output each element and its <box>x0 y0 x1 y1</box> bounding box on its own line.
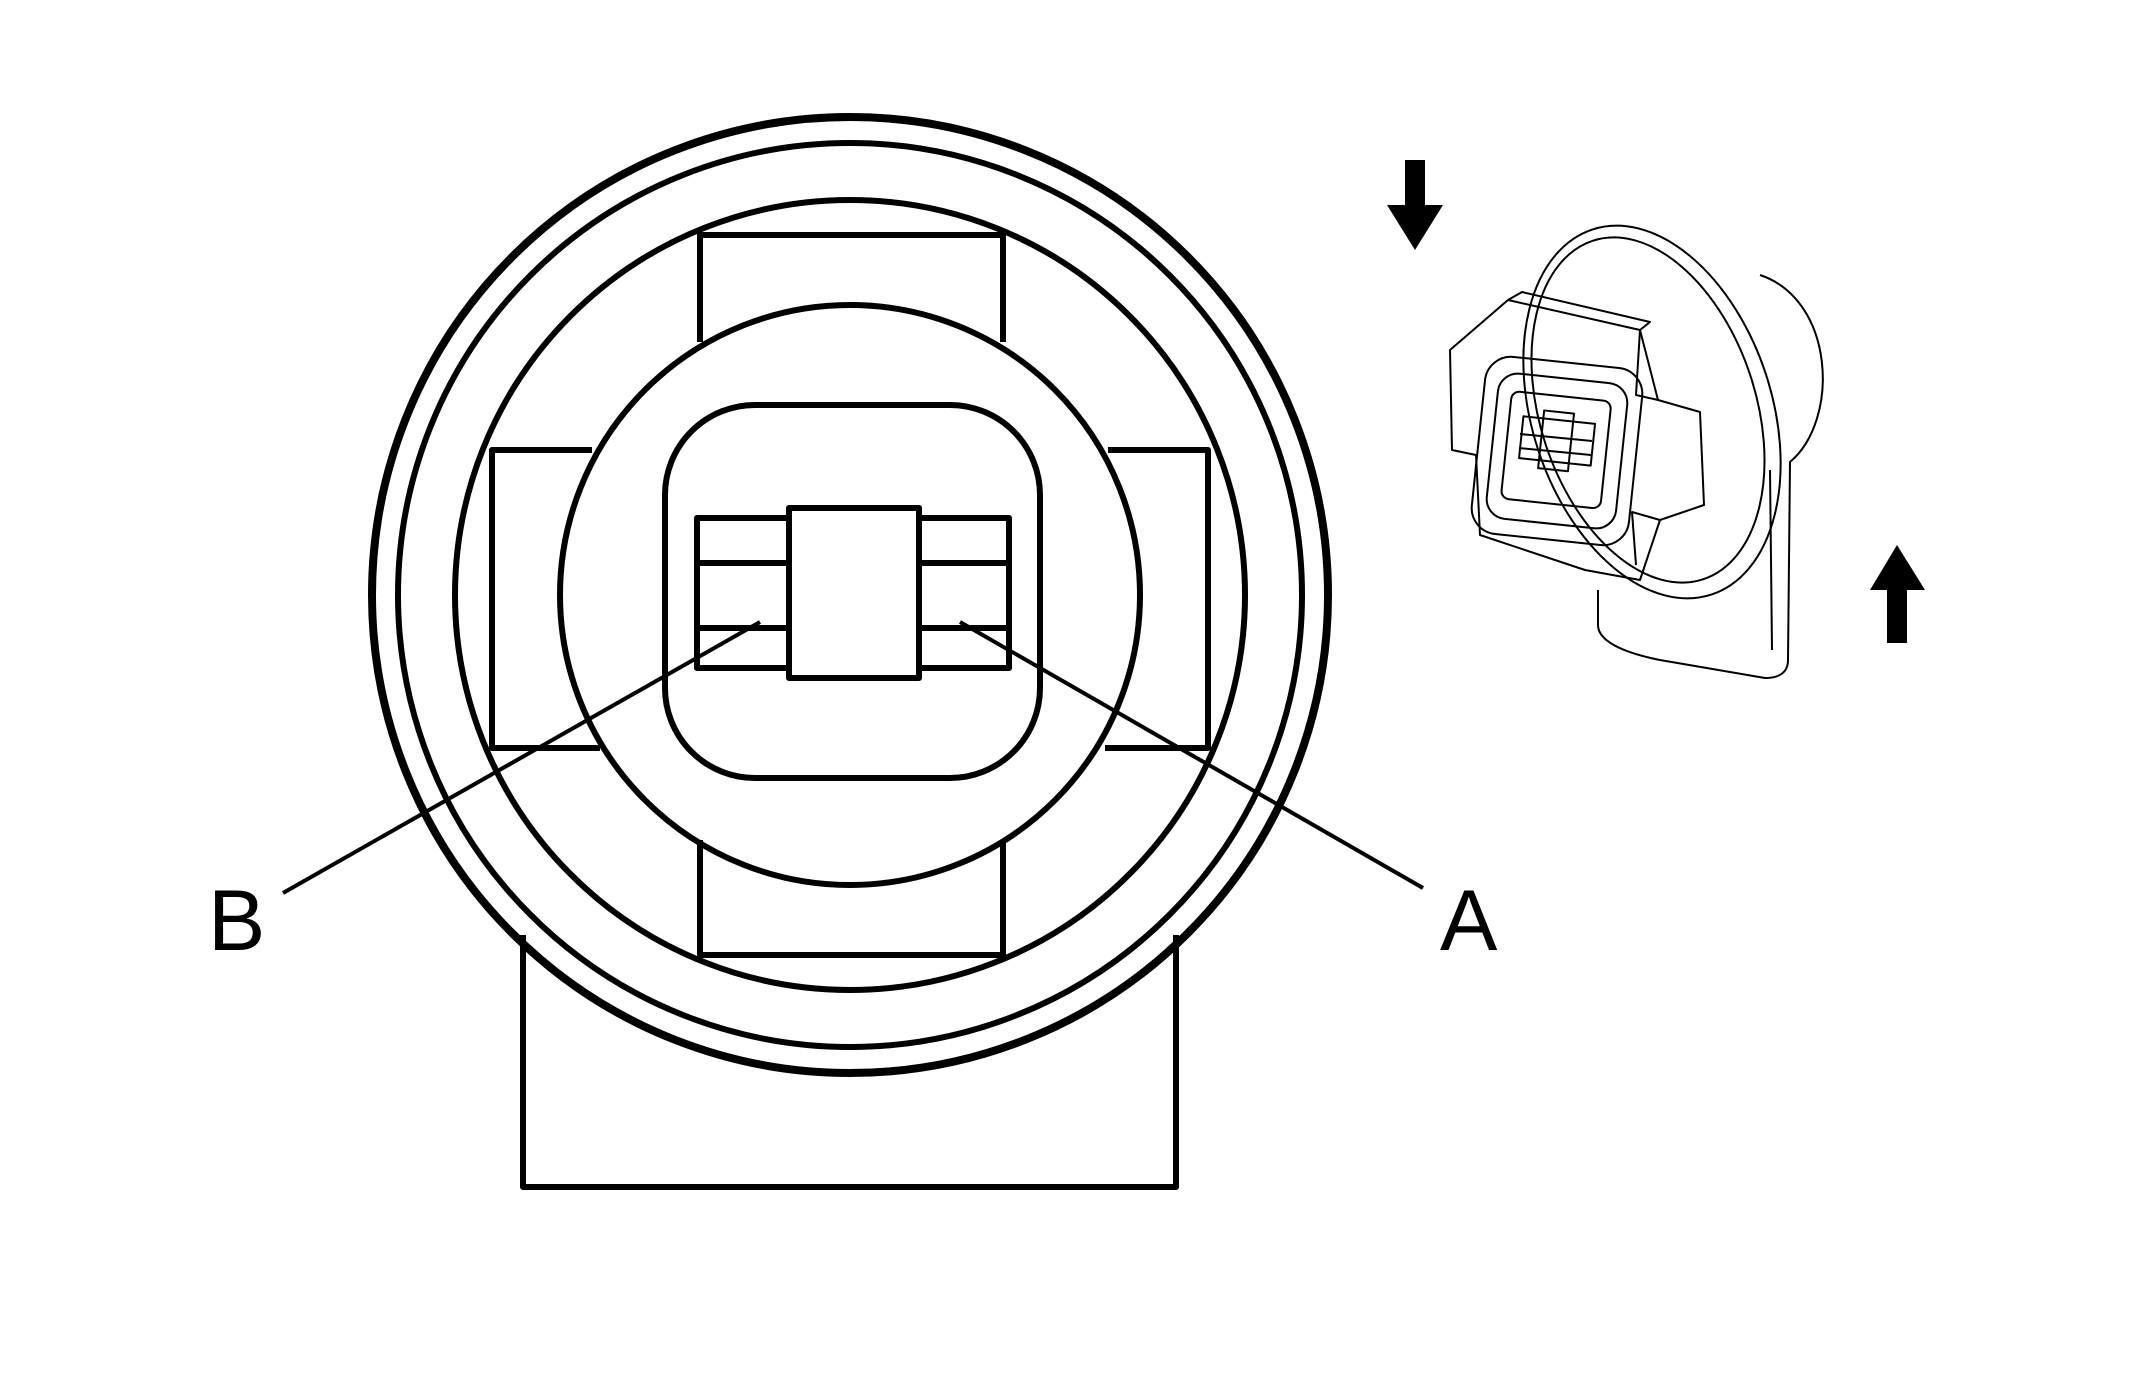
connector-tail-housing <box>520 935 1179 1190</box>
leader-line-b <box>282 620 761 895</box>
perspective-lock-step <box>1631 329 1661 566</box>
outer-ring <box>368 113 1332 1077</box>
pin-label-b: B <box>208 873 265 969</box>
outer-ring-inner <box>395 140 1305 1050</box>
perspective-terminal-line-1 <box>1519 433 1593 442</box>
locking-tab-bottom <box>697 840 1006 958</box>
perspective-terminal <box>1518 415 1597 467</box>
perspective-flange-inner <box>1530 236 1766 584</box>
locking-tab-right <box>1105 447 1211 751</box>
leader-line-a <box>959 620 1424 890</box>
pin-label-a: A <box>1440 873 1498 969</box>
arrow-up-icon <box>1870 545 1925 643</box>
locking-tab-left <box>489 447 600 751</box>
perspective-lock-block-top <box>1507 291 1651 331</box>
perspective-face-inner <box>1485 372 1629 530</box>
perspective-face-cavity <box>1500 390 1612 510</box>
center-key <box>786 505 922 681</box>
perspective-face-outer <box>1470 355 1644 547</box>
connector-end-view <box>368 113 1332 1190</box>
perspective-tail-edge <box>1769 469 1773 651</box>
inner-face-ring <box>557 302 1143 888</box>
body-ring <box>452 197 1248 993</box>
perspective-center-key <box>1537 409 1576 473</box>
perspective-terminal-line-2 <box>1518 447 1592 456</box>
perspective-tail <box>1597 274 1824 679</box>
arrow-down-icon <box>1387 160 1443 250</box>
locking-tab-top <box>697 232 1006 342</box>
connector-perspective-view <box>1449 224 1824 679</box>
terminal-cavity <box>662 402 1043 781</box>
perspective-flange-outer <box>1522 224 1782 600</box>
leader-lines <box>282 620 1424 895</box>
